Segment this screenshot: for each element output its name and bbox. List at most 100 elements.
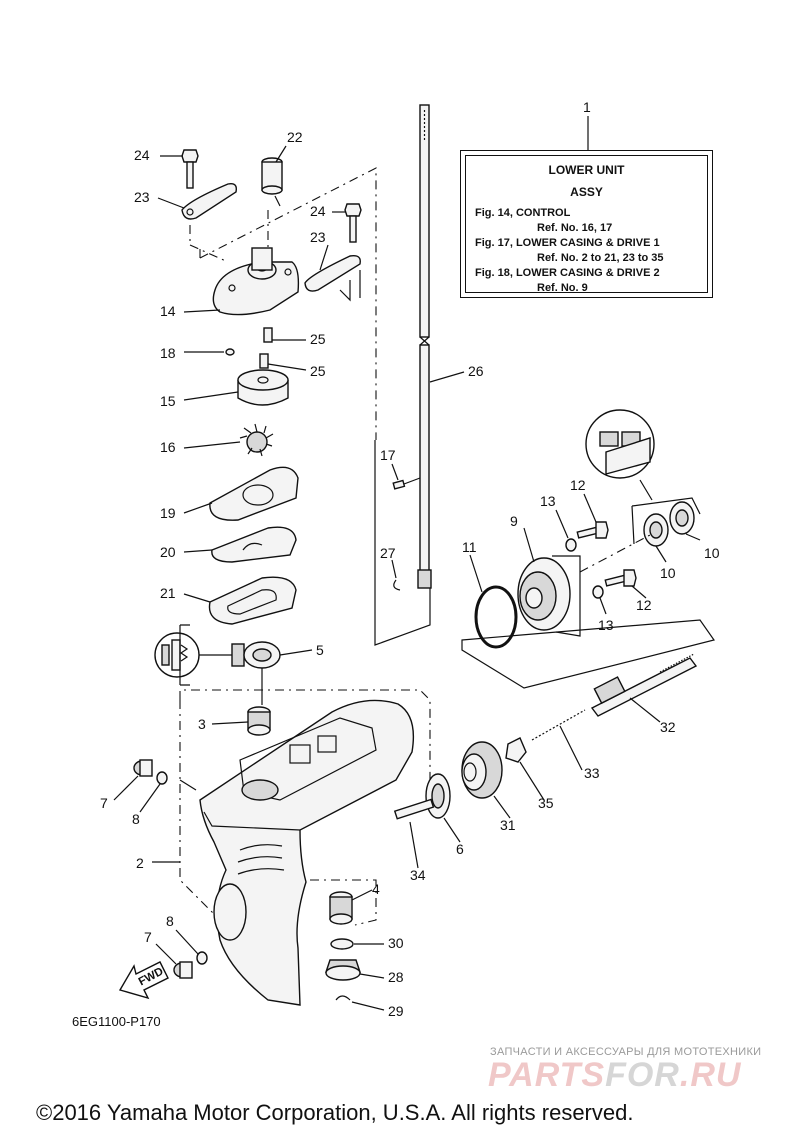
bushing-4 <box>329 891 353 925</box>
callout-12-upper: 12 <box>570 477 586 493</box>
dog-clutch-35 <box>505 737 527 763</box>
pin-25-upper <box>263 327 273 343</box>
info-line-1: Fig. 14, CONTROL <box>475 207 571 219</box>
info-line-3: Fig. 17, LOWER CASING & DRIVE 1 <box>475 237 660 249</box>
bearing-housing-9 <box>517 555 581 637</box>
washer-8-upper <box>156 771 168 785</box>
callout-28: 28 <box>388 969 404 985</box>
callout-23-left: 23 <box>134 189 150 205</box>
fwd-arrow: FWD <box>118 961 169 1000</box>
info-line-6: Ref. No. 9 <box>537 282 588 294</box>
bolt-24-right <box>344 203 362 243</box>
callout-20: 20 <box>160 544 176 560</box>
callout-6: 6 <box>456 841 464 857</box>
callout-21: 21 <box>160 585 176 601</box>
ball-bearing-6 <box>425 773 451 819</box>
plate-23-left <box>181 182 238 220</box>
watermark-brand-part3: .RU <box>679 1056 742 1094</box>
callout-34: 34 <box>410 867 426 883</box>
callout-24-left: 24 <box>134 147 150 163</box>
callout-30: 30 <box>388 935 404 951</box>
info-box-title: LOWER UNIT <box>548 163 625 177</box>
bolt-12-lower <box>604 569 637 587</box>
callout-3: 3 <box>198 716 206 732</box>
callout-26: 26 <box>468 363 484 379</box>
pin-34 <box>393 798 435 820</box>
sleeve-22 <box>261 157 283 207</box>
callout-14: 14 <box>160 303 176 319</box>
gasket-20 <box>211 526 297 563</box>
callout-10-right: 10 <box>704 545 720 561</box>
callout-23-right: 23 <box>310 229 326 245</box>
callout-13-lower: 13 <box>598 617 614 633</box>
leader-lines <box>113 116 701 1011</box>
watermark-brand-part1: PARTS <box>488 1056 606 1094</box>
o-ring-11 <box>474 585 518 649</box>
pin-25-lower <box>259 353 269 369</box>
bearing-detail-inset <box>585 409 655 479</box>
callout-labels: 24 22 23 24 23 14 25 18 25 15 26 16 17 1… <box>100 99 720 1019</box>
watermark-tagline: ЗАПЧАСТИ И АКСЕССУАРЫ ДЛЯ МОТОТЕХНИКИ <box>490 1046 762 1058</box>
pump-housing-14 <box>212 261 300 316</box>
cartridge-plate-21 <box>208 576 297 625</box>
spring-33 <box>531 709 586 741</box>
callout-27: 27 <box>380 545 396 561</box>
callout-33: 33 <box>584 765 600 781</box>
oil-seal-5 <box>243 641 281 669</box>
callout-35: 35 <box>538 795 554 811</box>
callout-8-lower: 8 <box>166 913 174 929</box>
callout-19: 19 <box>160 505 176 521</box>
watermark-brand-part2: FOR <box>605 1056 680 1094</box>
propeller-shaft-32 <box>590 653 698 717</box>
callout-24-right: 24 <box>310 203 326 219</box>
callout-10-left: 10 <box>660 565 676 581</box>
pinion-gear-28 <box>325 959 361 981</box>
callout-22: 22 <box>287 129 303 145</box>
driveshaft <box>417 104 432 589</box>
key-18 <box>225 348 235 356</box>
lower-casing-2 <box>199 699 415 1006</box>
info-line-5: Fig. 18, LOWER CASING & DRIVE 2 <box>475 267 660 279</box>
callout-5: 5 <box>316 642 324 658</box>
callout-7-upper: 7 <box>100 795 108 811</box>
washer-13-lower <box>592 585 604 599</box>
outer-plate-19 <box>209 466 299 521</box>
info-box-subtitle: ASSY <box>570 185 603 199</box>
callout-2: 2 <box>136 855 144 871</box>
drain-plug-7-upper <box>133 759 153 777</box>
callout-11: 11 <box>462 539 477 555</box>
callout-25-upper: 25 <box>310 331 326 347</box>
callout-32: 32 <box>660 719 676 735</box>
callout-16: 16 <box>160 439 176 455</box>
plate-23-right <box>304 254 361 292</box>
callout-29: 29 <box>388 1003 404 1019</box>
info-box: LOWER UNIT ASSY Fig. 14, CONTROL Ref. No… <box>460 150 713 298</box>
bushing-3 <box>247 706 271 736</box>
needle-bearing-10-left <box>643 513 669 547</box>
forward-gear-31 <box>461 741 503 799</box>
clip-29 <box>335 995 351 1001</box>
callout-7-lower: 7 <box>144 929 152 945</box>
watermark-brand: PARTSFOR.RU <box>488 1056 741 1095</box>
washer-8-lower <box>196 951 208 965</box>
impeller-cup-15 <box>237 369 289 406</box>
washer-30 <box>330 938 354 950</box>
needle-bearing-10-right <box>669 501 695 535</box>
callout-13-upper: 13 <box>540 493 556 509</box>
callout-12-lower: 12 <box>636 597 652 613</box>
drain-plug-7-lower <box>173 961 193 979</box>
callout-25-lower: 25 <box>310 363 326 379</box>
bolt-24-left <box>181 149 199 189</box>
diagram-code: 6EG1100-P170 <box>72 1014 161 1029</box>
callout-8-upper: 8 <box>132 811 140 827</box>
info-line-4: Ref. No. 2 to 21, 23 to 35 <box>537 252 664 264</box>
impeller-16 <box>239 423 274 457</box>
pin-17 <box>392 479 406 490</box>
callout-18: 18 <box>160 345 176 361</box>
seal-detail-inset <box>154 632 200 678</box>
callout-9: 9 <box>510 513 518 529</box>
callout-15: 15 <box>160 393 176 409</box>
callout-1: 1 <box>583 99 591 115</box>
copyright-text: ©2016 Yamaha Motor Corporation, U.S.A. A… <box>36 1100 634 1125</box>
